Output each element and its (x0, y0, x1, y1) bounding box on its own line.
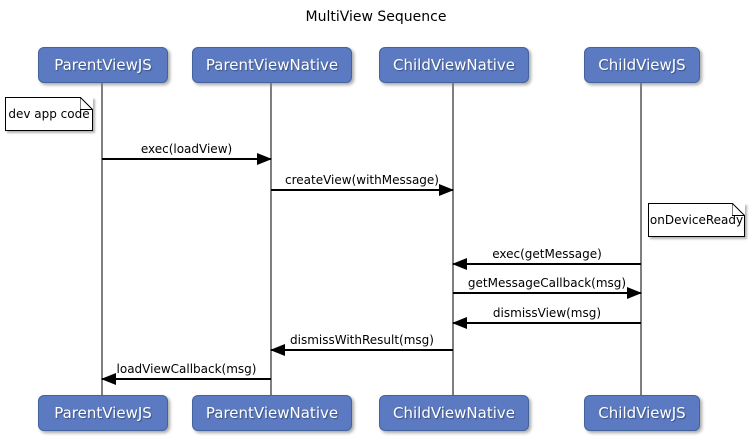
arrowhead-left-icon (452, 317, 467, 329)
actor-box-parentviewnative-top: ParentViewNative (192, 47, 352, 83)
message-line (453, 322, 641, 324)
message-label: dismissWithResult(msg) (290, 333, 434, 347)
message-line (453, 292, 641, 294)
note-fold-icon (80, 97, 93, 110)
message-dismisswithresult-msg: dismissWithResult(msg) (270, 331, 453, 356)
actor-box-parentviewjs-top: ParentViewJS (38, 47, 168, 83)
actor-box-childviewjs-top: ChildViewJS (584, 47, 700, 83)
message-line (102, 378, 271, 380)
lifeline-childviewnative (452, 83, 454, 395)
message-line (102, 158, 271, 160)
diagram-title: MultiView Sequence (305, 9, 447, 25)
lifeline-parentviewnative (270, 83, 272, 395)
message-exec-loadview: exec(loadView) (102, 140, 272, 165)
actor-box-parentviewnative-bottom: ParentViewNative (192, 395, 352, 431)
arrowhead-right-icon (439, 184, 454, 196)
message-createview-withmessage: createView(withMessage) (271, 171, 454, 196)
note-text: onDeviceReady (649, 213, 744, 227)
note-text: dev app code (8, 107, 90, 121)
actor-box-childviewnative-top: ChildViewNative (379, 47, 529, 83)
message-label: exec(getMessage) (492, 247, 602, 261)
arrowhead-right-icon (257, 153, 272, 165)
message-label: getMessageCallback(msg) (467, 276, 627, 290)
arrowhead-left-icon (452, 258, 467, 270)
message-getmessagecallback-msg: getMessageCallback(msg) (453, 274, 642, 299)
message-label: exec(loadView) (140, 142, 233, 156)
message-exec-getmessage: exec(getMessage) (452, 245, 641, 270)
lifeline-childviewjs (640, 83, 642, 395)
message-line (271, 349, 453, 351)
arrowhead-left-icon (101, 373, 116, 385)
message-label: createView(withMessage) (285, 173, 439, 187)
message-label: dismissView(msg) (492, 306, 602, 320)
actor-box-childviewjs-bottom: ChildViewJS (584, 395, 700, 431)
message-loadviewcallback-msg: loadViewCallback(msg) (101, 360, 271, 385)
message-line (271, 189, 453, 191)
actor-box-childviewnative-bottom: ChildViewNative (379, 395, 529, 431)
message-line (453, 263, 641, 265)
arrowhead-left-icon (270, 344, 285, 356)
note-ondeviceready: onDeviceReady (648, 203, 745, 237)
message-label: loadViewCallback(msg) (116, 362, 257, 376)
note-dev-app-code: dev app code (5, 97, 93, 131)
actor-box-parentviewjs-bottom: ParentViewJS (38, 395, 168, 431)
message-dismissview-msg: dismissView(msg) (452, 304, 641, 329)
arrowhead-right-icon (627, 287, 642, 299)
lifeline-parentviewjs (101, 83, 103, 395)
note-fold-icon (732, 203, 745, 216)
